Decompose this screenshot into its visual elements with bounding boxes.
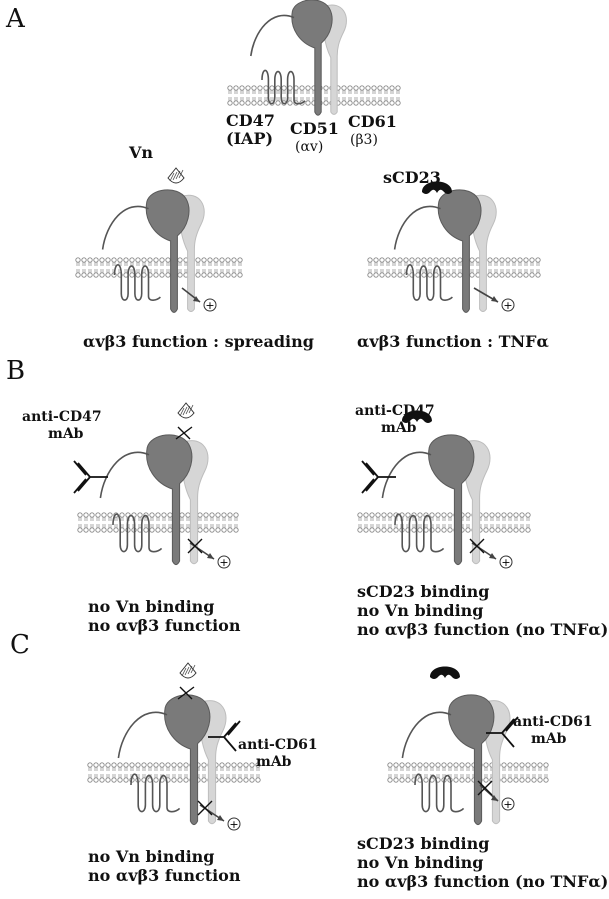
svg-text:+: +	[501, 556, 510, 569]
cell-membrane	[367, 257, 541, 278]
cd51-subunit	[428, 434, 475, 566]
integrin-diagram-c-left: +	[87, 662, 261, 831]
caption-c-left-1: no Vn binding	[88, 847, 215, 866]
block-cross-icon	[187, 538, 203, 554]
antibody-icon	[486, 716, 519, 748]
caption-b-right-3: no αvβ3 function (no TNFα)	[357, 620, 609, 639]
arrowhead-icon	[207, 553, 214, 559]
plus-circle-icon: +	[217, 555, 231, 569]
caption-b-left-2: no αvβ3 function	[88, 616, 241, 635]
label-iap: (IAP)	[226, 129, 274, 148]
cd51-subunit	[448, 694, 495, 826]
label-anti-cd47-b-left: anti-CD47	[22, 409, 102, 425]
integrin-diagram-top	[227, 0, 401, 116]
block-cross-icon	[177, 686, 195, 700]
cell-membrane	[75, 257, 243, 278]
arrowhead-icon	[491, 795, 498, 801]
caption-b-left-1: no Vn binding	[88, 597, 215, 616]
cd47-protein	[381, 451, 445, 553]
plus-circle-icon: +	[501, 797, 515, 811]
vitronectin-ligand-icon	[177, 402, 195, 419]
cd47-protein	[250, 14, 306, 105]
cd47-protein	[117, 711, 181, 813]
cd47-protein	[401, 711, 465, 813]
block-cross-icon	[469, 538, 485, 554]
caption-c-right-2: no Vn binding	[357, 853, 484, 872]
cd51-subunit	[145, 189, 190, 313]
label-mab-b-right: mAb	[381, 420, 417, 436]
svg-text:+: +	[229, 818, 238, 831]
arrowhead-icon	[217, 815, 224, 821]
cell-membrane	[387, 762, 549, 783]
scd23-ligand-icon	[402, 410, 432, 423]
label-anti-cd47-b-right: anti-CD47	[355, 403, 435, 419]
integrin-diagram-a-left: +	[75, 167, 243, 313]
integrin-diagram-b-right: +	[357, 410, 531, 569]
plus-circle-icon: +	[499, 555, 513, 569]
plus-circle-icon: +	[203, 298, 217, 312]
cd51-subunit	[146, 434, 193, 566]
panel-label-a: A	[6, 4, 25, 34]
svg-text:+: +	[503, 299, 512, 312]
cd51-subunit	[164, 694, 211, 826]
vitronectin-ligand-icon	[179, 662, 197, 679]
caption-b-right-1: sCD23 binding	[357, 582, 490, 601]
label-cd47: CD47	[226, 111, 275, 130]
caption-a-left: αvβ3 function : spreading	[83, 332, 314, 351]
cd47-protein	[393, 205, 453, 301]
arrowhead-icon	[491, 296, 498, 302]
vitronectin-ligand-icon	[167, 167, 185, 184]
label-cd51: CD51	[290, 119, 339, 138]
caption-b-right-2: no Vn binding	[357, 601, 484, 620]
cd47-protein	[101, 205, 161, 301]
cell-membrane	[77, 512, 239, 533]
integrin-diagram-c-right: +	[387, 666, 549, 826]
block-cross-icon	[477, 780, 493, 796]
antibody-icon	[208, 720, 241, 752]
block-cross-icon	[175, 426, 193, 440]
block-cross-icon	[197, 800, 213, 816]
integrin-diagram-b-left: +	[73, 402, 239, 569]
arrowhead-icon	[489, 553, 496, 559]
scd23-ligand-icon	[430, 666, 460, 679]
cd51-subunit	[291, 0, 333, 116]
label-mab-c-right: mAb	[531, 731, 567, 747]
panel-label-b: B	[6, 356, 26, 386]
plus-circle-icon: +	[501, 298, 515, 312]
antibody-icon	[73, 460, 108, 494]
label-alpha-v: (αv)	[295, 139, 324, 155]
cd47-protein	[99, 451, 163, 553]
caption-c-left-2: no αvβ3 function	[88, 866, 241, 885]
label-mab-b-left: mAb	[48, 426, 84, 442]
plus-circle-icon: +	[227, 817, 241, 831]
label-cd61: CD61	[348, 112, 397, 131]
svg-text:+: +	[219, 556, 228, 569]
label-mab-c-left: mAb	[256, 754, 292, 770]
caption-a-right: αvβ3 function : TNFα	[357, 332, 549, 351]
label-vn: Vn	[129, 143, 154, 162]
svg-text:+: +	[503, 798, 512, 811]
cell-membrane	[87, 762, 261, 783]
arrowhead-icon	[193, 296, 200, 302]
cell-membrane	[357, 512, 531, 533]
caption-c-right-3: no αvβ3 function (no TNFα)	[357, 872, 609, 891]
cd51-subunit	[437, 189, 482, 313]
cell-membrane	[227, 85, 401, 106]
svg-text:+: +	[205, 299, 214, 312]
label-scd23: sCD23	[383, 168, 441, 187]
label-anti-cd61-c-left: anti-CD61	[238, 737, 318, 753]
label-beta-3: (β3)	[350, 132, 378, 148]
integrin-diagram-a-right: +	[367, 181, 541, 313]
scd23-ligand-icon	[422, 181, 452, 194]
label-anti-cd61-c-right: anti-CD61	[513, 714, 593, 730]
antibody-icon	[361, 460, 396, 494]
panel-label-c: C	[10, 630, 30, 660]
caption-c-right-1: sCD23 binding	[357, 834, 490, 853]
